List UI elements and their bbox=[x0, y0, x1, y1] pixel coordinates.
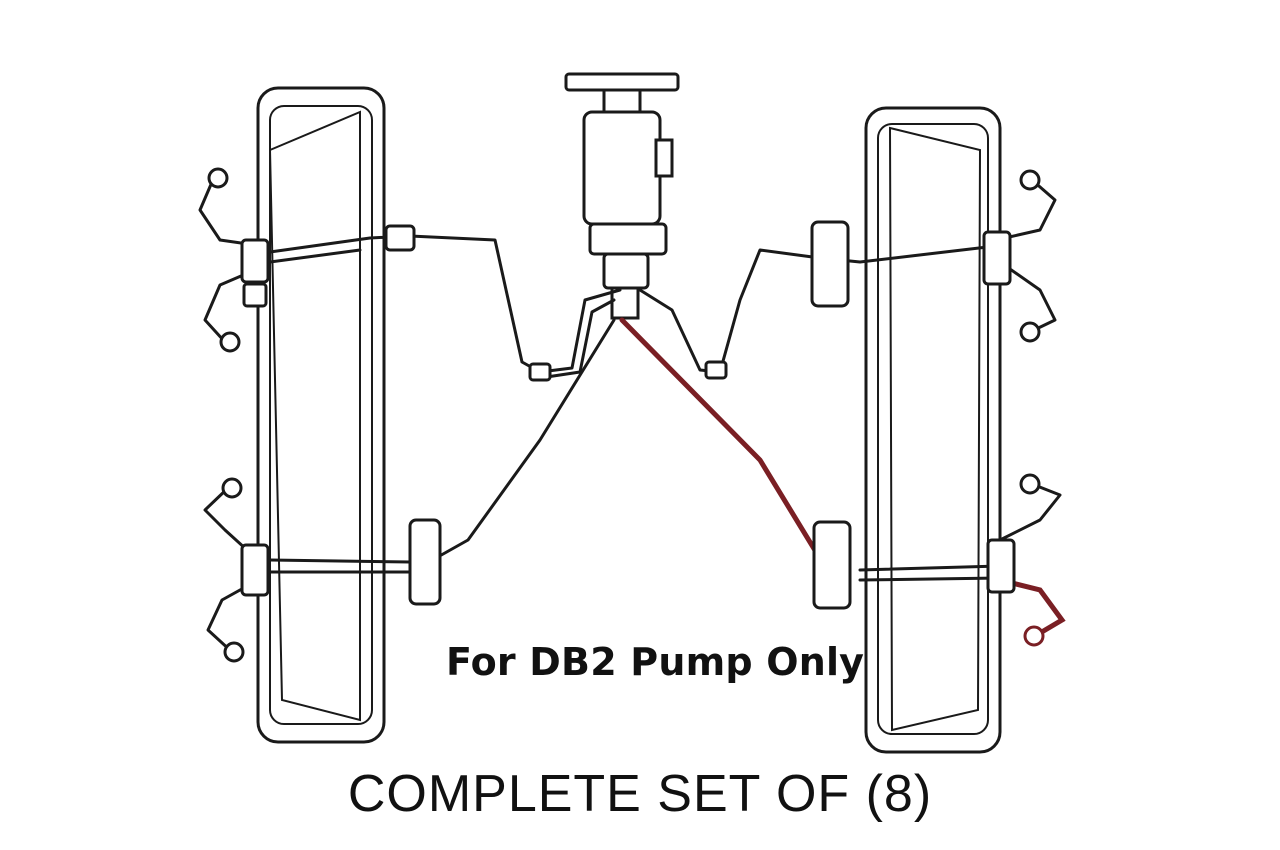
right-bank-lines bbox=[619, 178, 1066, 639]
pump-note: For DB2 Pump Only bbox=[446, 640, 865, 684]
injector-nozzles bbox=[207, 167, 1045, 663]
line-clamps bbox=[240, 220, 1016, 610]
left-valve-cover bbox=[256, 86, 386, 744]
right-valve-cover bbox=[864, 106, 1002, 754]
injection-pump bbox=[564, 72, 680, 320]
left-bank-lines bbox=[198, 173, 622, 654]
set-caption: COMPLETE SET OF (8) bbox=[347, 765, 933, 823]
